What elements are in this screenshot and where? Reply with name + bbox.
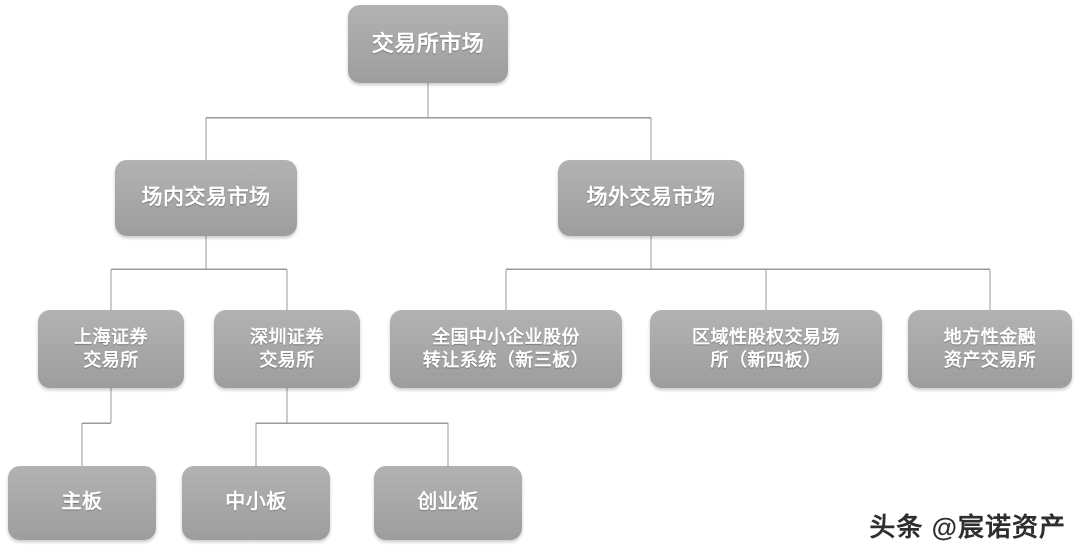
node-label: 地方性金融 资产交易所 <box>943 326 1037 370</box>
node-label: 场内交易市场 <box>141 185 271 209</box>
node-localfae[interactable]: 地方性金融 资产交易所 <box>908 310 1072 388</box>
node-szse[interactable]: 深圳证券 交易所 <box>214 310 360 388</box>
node-otc[interactable]: 场外交易市场 <box>558 160 744 236</box>
node-regional[interactable]: 区域性股权交易场 所（新四板） <box>650 310 882 388</box>
node-label: 上海证券 交易所 <box>74 326 148 370</box>
node-onex[interactable]: 场内交易市场 <box>115 160 297 236</box>
node-label: 深圳证券 交易所 <box>250 326 324 370</box>
node-smeboard[interactable]: 中小板 <box>182 466 330 540</box>
node-root[interactable]: 交易所市场 <box>348 5 508 83</box>
node-label: 中小板 <box>225 491 287 514</box>
node-label: 场外交易市场 <box>586 185 716 209</box>
node-sse[interactable]: 上海证券 交易所 <box>38 310 184 388</box>
node-chinext[interactable]: 创业板 <box>374 466 522 540</box>
node-label: 区域性股权交易场 所（新四板） <box>692 326 840 370</box>
node-neeq[interactable]: 全国中小企业股份 转让系统（新三板） <box>390 310 622 388</box>
node-label: 主板 <box>61 491 103 514</box>
node-label: 创业板 <box>417 491 479 514</box>
node-mainboard[interactable]: 主板 <box>8 466 156 540</box>
node-label: 交易所市场 <box>371 30 485 56</box>
node-label: 全国中小企业股份 转让系统（新三板） <box>422 326 590 370</box>
watermark-text: 头条 @宸诺资产 <box>869 512 1066 542</box>
